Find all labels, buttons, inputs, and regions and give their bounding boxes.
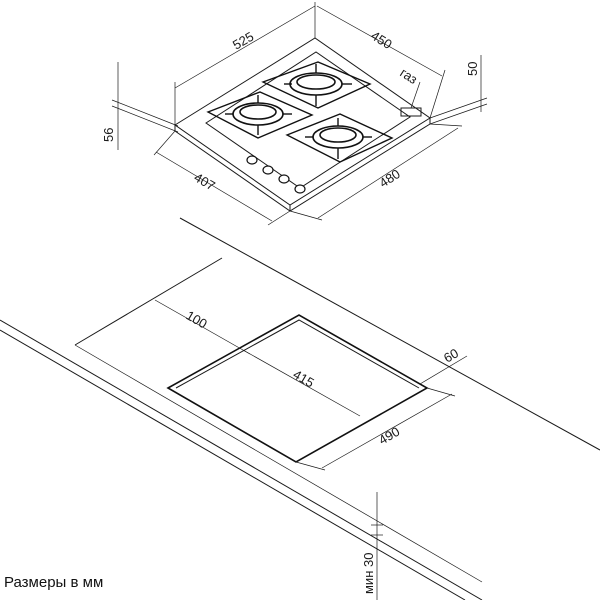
burner-back — [261, 61, 372, 109]
dim-407-label: 407 — [192, 170, 218, 194]
countertop-back-edge — [179, 217, 600, 451]
dim-100-label: 100 — [184, 308, 210, 332]
knob-3 — [278, 174, 290, 184]
countertop-left-back-edge — [74, 257, 223, 346]
dim-525-label: 525 — [230, 29, 256, 53]
dim-415-label: 415 — [291, 367, 317, 391]
countertop-front-edge-bottom — [0, 329, 466, 600]
dim-50-label: 50 — [465, 62, 480, 76]
dim-415: 415 — [242, 349, 361, 417]
hob-drawing: газ 525 450 407 480 — [101, 2, 488, 226]
gas-leader — [410, 81, 421, 109]
dim-50: 50 — [429, 55, 488, 125]
dim-490-label: 490 — [376, 424, 402, 448]
dim-56: 56 — [101, 62, 179, 150]
dim-407: 407 — [153, 130, 291, 226]
dim-60: 60 — [419, 345, 468, 385]
knob-4 — [294, 184, 306, 194]
dim-min-30-label: мин 30 — [361, 553, 376, 594]
countertop-drawing: 100 415 490 60 мин 30 — [0, 217, 600, 600]
dim-450-label: 450 — [368, 28, 394, 52]
dim-450: 450 — [316, 5, 446, 119]
dim-100: 100 — [154, 299, 251, 355]
dim-56-label: 56 — [101, 128, 116, 142]
dim-60-label: 60 — [441, 345, 461, 365]
gas-label: газ — [397, 65, 420, 87]
burner-left — [206, 91, 314, 139]
control-knobs — [246, 155, 306, 194]
caption: Размеры в мм — [4, 574, 104, 591]
knob-2 — [262, 165, 274, 175]
cutout-inner-edge — [175, 319, 420, 389]
dim-min-30: мин 30 — [361, 492, 383, 600]
dim-480-label: 480 — [376, 166, 402, 190]
countertop-front-edge-top — [0, 319, 483, 600]
burner-right — [285, 113, 394, 163]
dim-490: 490 — [295, 387, 456, 471]
knob-1 — [246, 155, 258, 165]
